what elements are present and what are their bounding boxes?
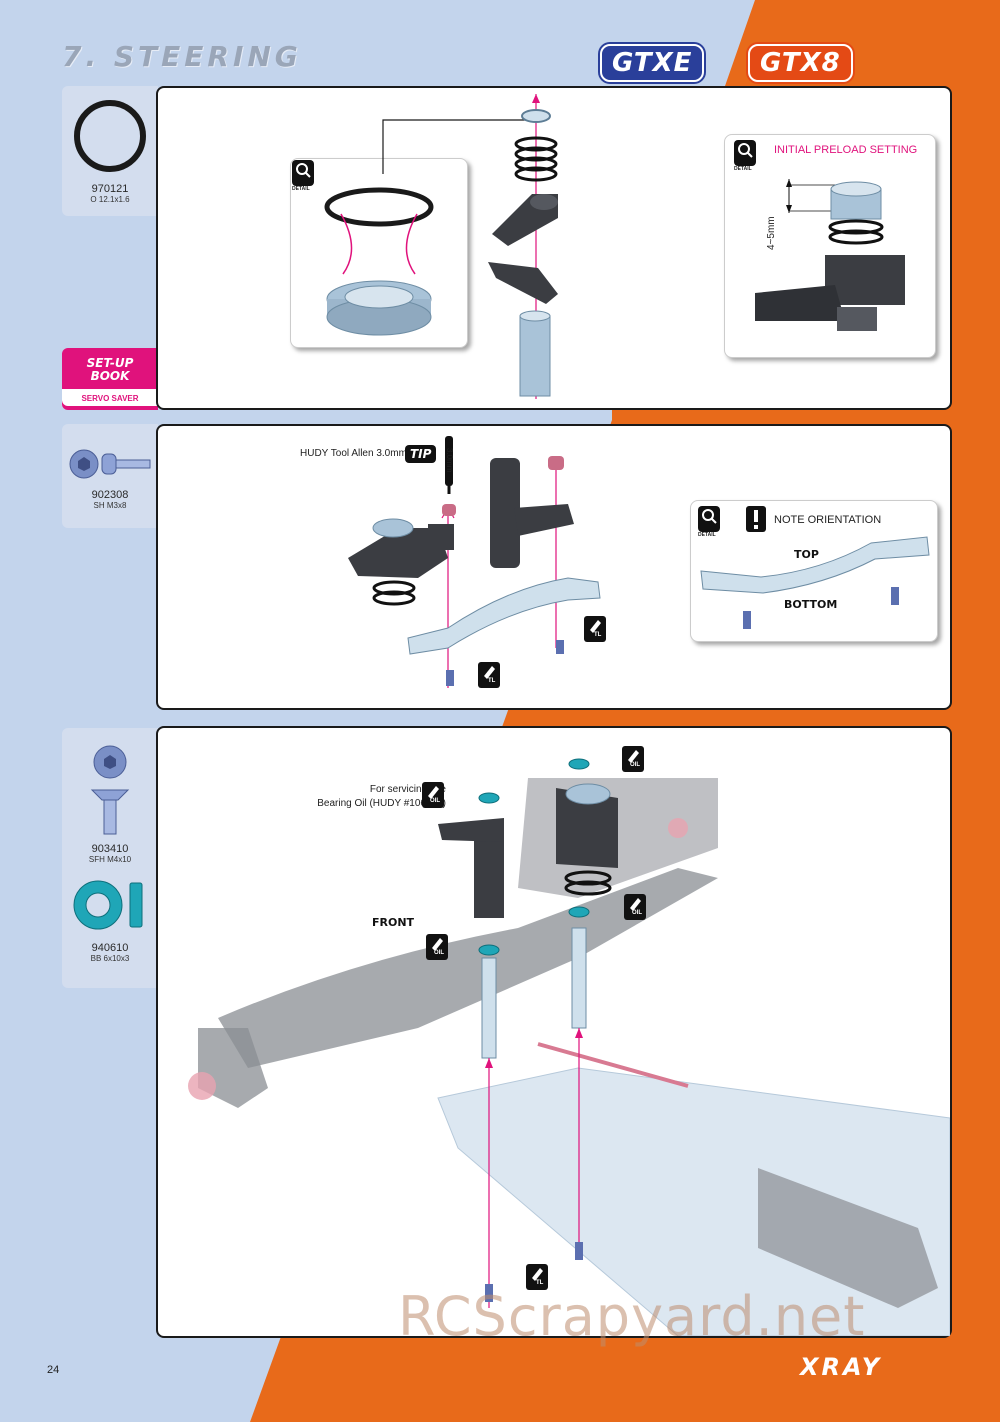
o-ring-icon bbox=[74, 100, 146, 172]
xray-logo: XRAY bbox=[800, 1353, 883, 1381]
part-tab-step3: 903410 SFH M4x10 940610 BB 6x10x3 bbox=[62, 728, 158, 988]
part-desc: BB 6x10x3 bbox=[90, 954, 130, 963]
part-tab-970121: 970121 O 12.1x1.6 bbox=[62, 86, 158, 216]
orientation-detail-box bbox=[690, 500, 938, 642]
part-desc: SH M3x8 bbox=[93, 501, 127, 510]
socket-head-screw-icon bbox=[69, 449, 151, 479]
preload-detail-box bbox=[724, 134, 936, 358]
steering-assembly-illustration bbox=[348, 456, 601, 688]
tool-label: HUDY Tool Allen 3.0mm bbox=[300, 448, 407, 459]
detail-label: DETAIL bbox=[698, 532, 716, 538]
step2-panel: HUDY Tool Allen 3.0mm TIP 3.0mm TL TL bbox=[156, 424, 952, 710]
setup-book-subtitle: SERVO SAVER bbox=[62, 389, 158, 406]
preload-measure: 4~5mm bbox=[766, 216, 777, 250]
detail-magnifier-icon bbox=[734, 140, 756, 166]
part-code: 970121 bbox=[91, 183, 129, 195]
setup-book-badge[interactable]: SET-UP BOOK SERVO SAVER bbox=[62, 348, 158, 410]
orientation-illustration bbox=[700, 536, 930, 629]
chassis-assembly-illustration bbox=[188, 758, 950, 1336]
oil-badge: OIL bbox=[434, 950, 444, 956]
oil-badge: OIL bbox=[632, 910, 642, 916]
service-line-2: Bearing Oil (HUDY #106230) bbox=[317, 798, 446, 809]
threadlock-icon bbox=[584, 616, 606, 642]
part-code: 903410 bbox=[91, 843, 129, 855]
tip-badge: TIP bbox=[405, 445, 437, 463]
orientation-top-label: TOP bbox=[794, 548, 819, 561]
step3-panel: For servicing use Bearing Oil (HUDY #106… bbox=[156, 726, 952, 1338]
setup-book-title-2: BOOK bbox=[90, 369, 130, 383]
step1-panel: DETAIL bbox=[156, 86, 952, 410]
oil-badge: OIL bbox=[630, 762, 640, 768]
watermark-text: RCScrapyard.net bbox=[398, 1285, 866, 1348]
part-desc: SFH M4x10 bbox=[88, 855, 132, 864]
service-line-1: For servicing use bbox=[369, 784, 446, 795]
part-code: 940610 bbox=[91, 942, 129, 954]
oil-icon bbox=[422, 782, 444, 808]
part-tab-902308: 902308 SH M3x8 bbox=[62, 424, 158, 528]
tl-badge: TL bbox=[536, 1280, 544, 1286]
exclamation-icon bbox=[746, 506, 766, 532]
oil-badge: OIL bbox=[430, 798, 440, 804]
preload-title: INITIAL PRELOAD SETTING bbox=[774, 144, 918, 156]
orientation-bottom-label: BOTTOM bbox=[784, 598, 838, 611]
front-label: FRONT bbox=[372, 916, 415, 929]
detail-label: DETAIL bbox=[734, 166, 752, 172]
countersunk-screw-icon bbox=[90, 745, 130, 835]
ball-bearing-icon bbox=[73, 880, 143, 930]
brand-gtxe-logo: GTXE bbox=[600, 44, 705, 82]
detail-label: DETAIL bbox=[292, 186, 310, 192]
section-title: 7. STEERING bbox=[62, 40, 302, 73]
part-desc: O 12.1x1.6 bbox=[90, 195, 130, 204]
oring-nut-illustration bbox=[324, 187, 434, 336]
oring-detail-box bbox=[290, 158, 468, 348]
brand-gtx8-logo: GTX8 bbox=[748, 44, 853, 82]
oil-icon bbox=[622, 746, 644, 772]
page-number: 24 bbox=[47, 1364, 60, 1376]
threadlock-icon bbox=[526, 1264, 548, 1290]
tl-badge: TL bbox=[594, 632, 602, 638]
leader-line bbox=[382, 119, 530, 174]
servo-saver-exploded bbox=[488, 94, 558, 399]
preload-illustration bbox=[755, 179, 905, 331]
detail-magnifier-icon bbox=[292, 160, 314, 186]
tl-badge: TL bbox=[488, 678, 496, 684]
note-orientation: NOTE ORIENTATION bbox=[774, 514, 882, 526]
oil-icon bbox=[624, 894, 646, 920]
allen-tool-icon bbox=[445, 436, 453, 494]
oil-icon bbox=[426, 934, 448, 960]
threadlock-icon bbox=[478, 662, 500, 688]
part-code: 902308 bbox=[91, 489, 129, 501]
detail-magnifier-icon bbox=[698, 506, 720, 532]
setup-book-title-1: SET-UP bbox=[86, 356, 134, 370]
